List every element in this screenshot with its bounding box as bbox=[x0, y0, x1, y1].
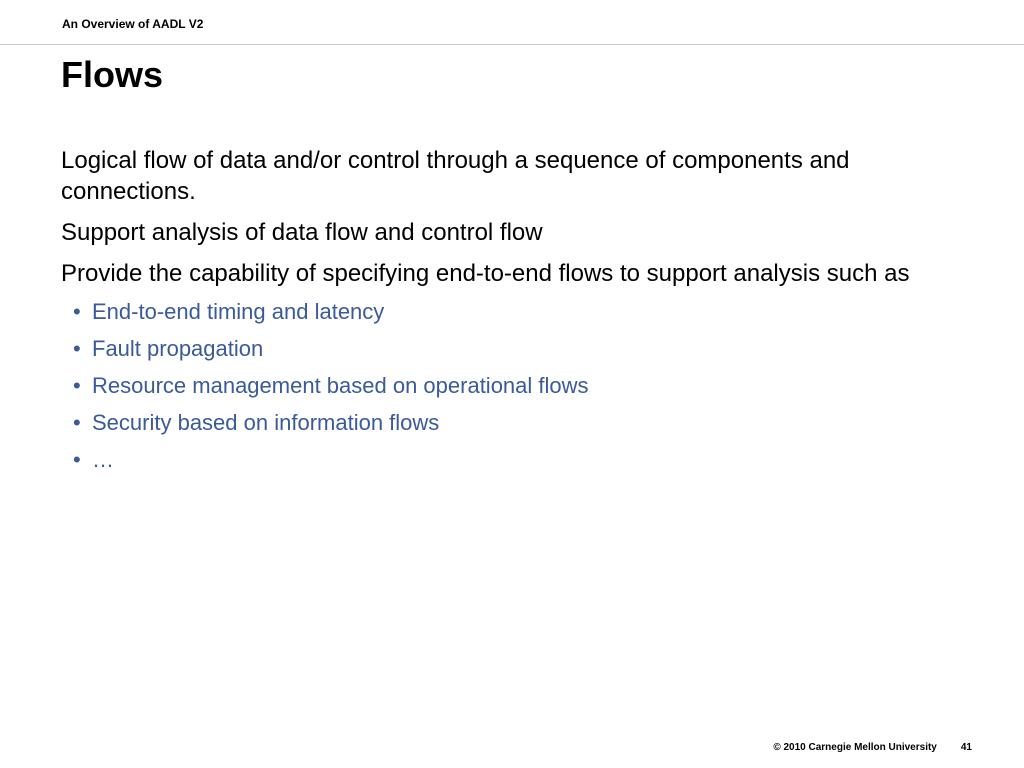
header-divider bbox=[0, 44, 1024, 45]
paragraph-definition: Logical flow of data and/or control thro… bbox=[61, 147, 850, 205]
list-item: • Security based on information flows bbox=[61, 410, 971, 436]
paragraph-capability: Provide the capability of specifying end… bbox=[61, 260, 910, 287]
bullet-list: • End-to-end timing and latency • Fault … bbox=[61, 299, 971, 473]
bullet-icon: • bbox=[73, 336, 81, 361]
bullet-text: Fault propagation bbox=[92, 336, 264, 361]
bullet-text: End-to-end timing and latency bbox=[92, 299, 385, 324]
slide-body: Logical flow of data and/or control thro… bbox=[61, 145, 971, 484]
deck-title: An Overview of AADL V2 bbox=[62, 17, 204, 31]
list-item: • Resource management based on operation… bbox=[61, 373, 971, 399]
bullet-icon: • bbox=[73, 410, 81, 435]
list-item: • Fault propagation bbox=[61, 336, 971, 362]
bullet-icon: • bbox=[73, 373, 81, 398]
bullet-icon: • bbox=[73, 299, 81, 324]
bullet-text: … bbox=[92, 447, 114, 472]
copyright-text: © 2010 Carnegie Mellon University bbox=[773, 742, 937, 753]
slide-title: Flows bbox=[61, 54, 164, 95]
paragraph-analysis: Support analysis of data flow and contro… bbox=[61, 219, 543, 246]
bullet-text: Resource management based on operational… bbox=[92, 373, 589, 398]
bullet-icon: • bbox=[73, 447, 81, 472]
page-number: 41 bbox=[960, 742, 972, 753]
list-item: • … bbox=[61, 447, 971, 473]
bullet-text: Security based on information flows bbox=[92, 410, 440, 435]
list-item: • End-to-end timing and latency bbox=[61, 299, 971, 325]
slide-footer: © 2010 Carnegie Mellon University 41 bbox=[773, 742, 972, 753]
